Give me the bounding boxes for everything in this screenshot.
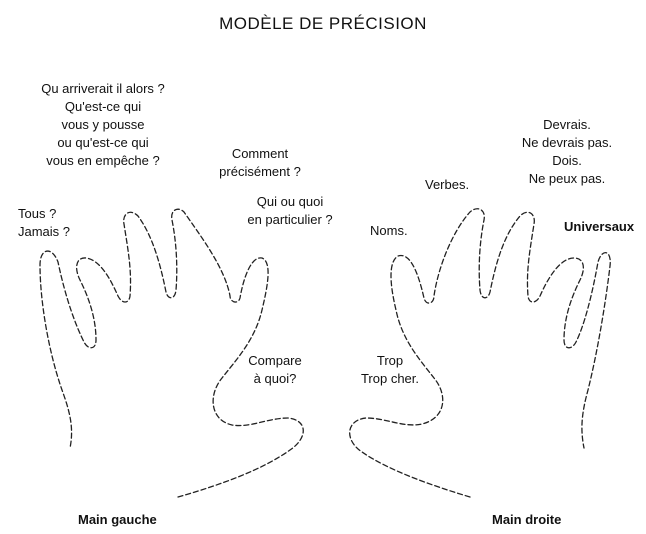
modal-line: Devrais.	[543, 117, 591, 132]
modal-line: Dois.	[552, 153, 582, 168]
never-label: Jamais ?	[18, 224, 71, 239]
too-much-line: Trop cher.	[360, 371, 420, 386]
question-line: Qu arriverait il alors ?	[41, 81, 165, 96]
compare-block: Compare à quoi?	[230, 352, 320, 388]
how-line: Comment	[231, 146, 289, 161]
question-line: vous y pousse	[61, 117, 145, 132]
all-label: Tous ?	[18, 206, 57, 221]
how-block: Comment précisément ?	[200, 145, 320, 181]
left-hand-outline	[39, 208, 304, 498]
compare-line: Compare	[248, 353, 302, 368]
compare-line: à quoi?	[253, 371, 297, 386]
universals-label: Universaux	[564, 219, 635, 234]
modal-line: Ne peux pas.	[528, 171, 606, 186]
who-line: Qui ou quoi	[256, 194, 324, 209]
too-much-line: Trop	[376, 353, 404, 368]
verbs-label: Verbes.	[425, 177, 470, 192]
modal-line: Ne devrais pas.	[521, 135, 613, 150]
left-hand-caption: Main gauche	[78, 512, 157, 527]
nouns-label: Noms.	[370, 223, 408, 238]
all-never-block: Tous ? Jamais ?	[18, 205, 70, 241]
question-block: Qu arriverait il alors ? Qu'est-ce qui v…	[8, 80, 198, 170]
right-hand-outline	[349, 208, 611, 498]
who-block: Qui ou quoi en particulier ?	[225, 193, 355, 229]
question-line: vous en empêche ?	[46, 153, 160, 168]
how-line: précisément ?	[219, 164, 301, 179]
question-line: ou qu'est-ce qui	[57, 135, 149, 150]
modal-operators-block: Devrais. Ne devrais pas. Dois. Ne peux p…	[492, 116, 642, 188]
too-much-block: Trop Trop cher.	[340, 352, 440, 388]
page-title: MODÈLE DE PRÉCISION	[219, 14, 427, 33]
who-line: en particulier ?	[247, 212, 333, 227]
question-line: Qu'est-ce qui	[64, 99, 142, 114]
right-hand-caption: Main droite	[492, 512, 562, 527]
